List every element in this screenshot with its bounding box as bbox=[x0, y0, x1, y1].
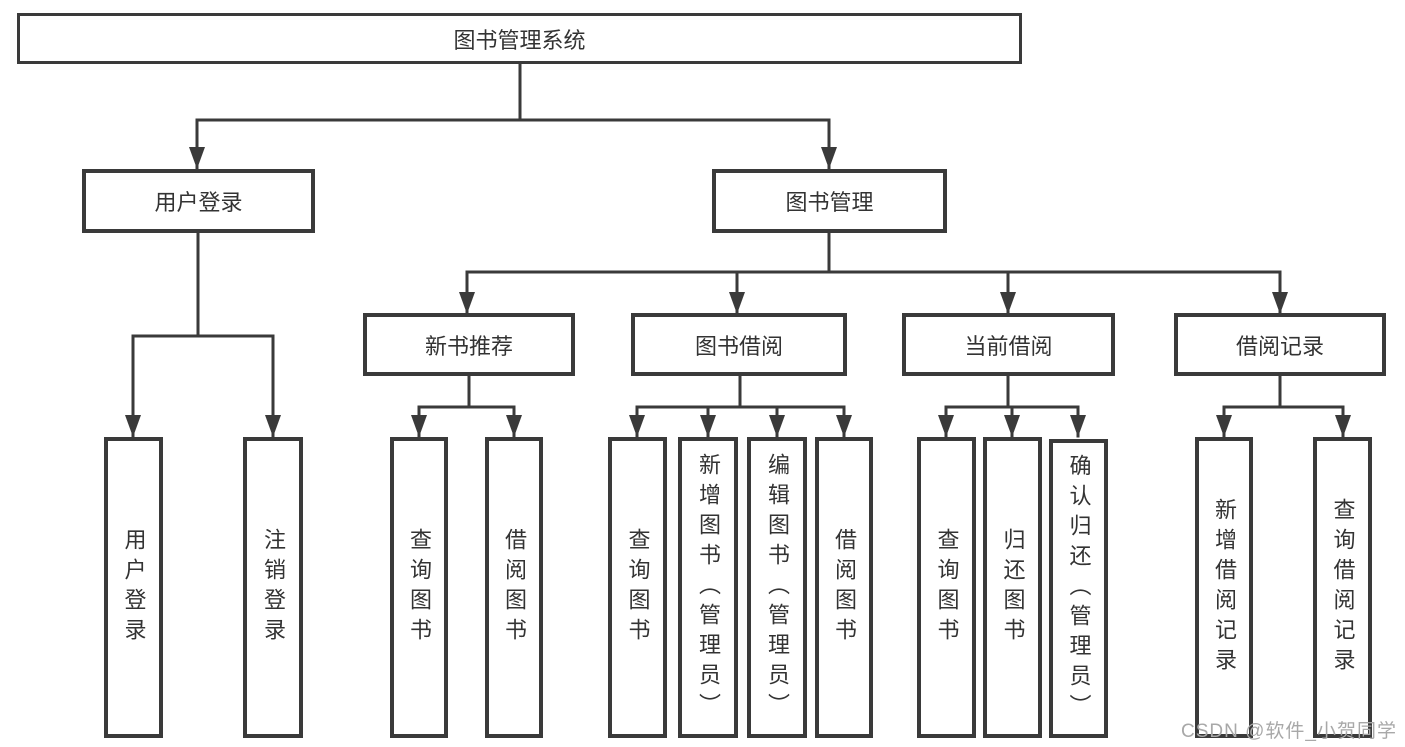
node-label: 图书借阅 bbox=[694, 333, 783, 359]
node-label: 图书管理 bbox=[785, 190, 874, 215]
leaf-edit-books-admin: 编辑图书（管理员） bbox=[747, 437, 807, 738]
leaf-label: 归还图书 bbox=[1000, 527, 1026, 648]
node-label: 当前借阅 bbox=[964, 333, 1053, 359]
leaf-query-books: 查询图书 bbox=[390, 437, 448, 738]
csdn-watermark: CSDN @软件_小贺同学 bbox=[1181, 721, 1397, 742]
leaf-borrow-books: 借阅图书 bbox=[485, 437, 543, 738]
leaf-confirm-return-admin: 确认归还（管理员） bbox=[1049, 439, 1108, 738]
leaf-query-books: 查询图书 bbox=[608, 437, 667, 738]
leaf-label: 查询借阅记录 bbox=[1330, 497, 1356, 678]
node-label: 新书推荐 bbox=[424, 333, 513, 359]
leaf-label: 用户登录 bbox=[121, 527, 147, 648]
leaf-label: 查询图书 bbox=[934, 527, 960, 648]
leaf-label: 查询图书 bbox=[625, 527, 651, 648]
leaf-borrow-books: 借阅图书 bbox=[815, 437, 873, 738]
leaf-user-login: 用户登录 bbox=[104, 437, 163, 738]
leaf-label: 新增图书（管理员） bbox=[696, 452, 721, 723]
leaf-query-books: 查询图书 bbox=[917, 437, 976, 738]
leaf-add-borrow-record: 新增借阅记录 bbox=[1195, 437, 1253, 738]
leaf-return-books: 归还图书 bbox=[983, 437, 1042, 738]
node-borrowing-records: 借阅记录 bbox=[1174, 313, 1386, 376]
node-book-management: 图书管理 bbox=[712, 169, 947, 233]
leaf-query-borrow-record: 查询借阅记录 bbox=[1313, 437, 1372, 738]
node-book-borrowing: 图书借阅 bbox=[631, 313, 847, 376]
leaf-label: 确认归还（管理员） bbox=[1066, 453, 1092, 724]
leaf-label: 注销登录 bbox=[261, 527, 286, 648]
node-label: 借阅记录 bbox=[1235, 333, 1324, 359]
node-current-borrowing: 当前借阅 bbox=[902, 313, 1115, 376]
leaf-label: 借阅图书 bbox=[502, 527, 527, 648]
leaf-label: 查询图书 bbox=[407, 527, 432, 648]
node-new-book-recommendation: 新书推荐 bbox=[363, 313, 575, 376]
leaf-label: 新增借阅记录 bbox=[1212, 497, 1237, 678]
node-label: 图书管理系统 bbox=[453, 27, 586, 53]
node-user-login: 用户登录 bbox=[82, 169, 315, 233]
leaf-label: 编辑图书（管理员） bbox=[765, 452, 790, 723]
node-library-management-system: 图书管理系统 bbox=[17, 13, 1022, 64]
leaf-add-books-admin: 新增图书（管理员） bbox=[678, 437, 738, 738]
leaf-label: 借阅图书 bbox=[832, 527, 857, 648]
leaf-logout: 注销登录 bbox=[243, 437, 303, 738]
node-label: 用户登录 bbox=[154, 190, 243, 215]
